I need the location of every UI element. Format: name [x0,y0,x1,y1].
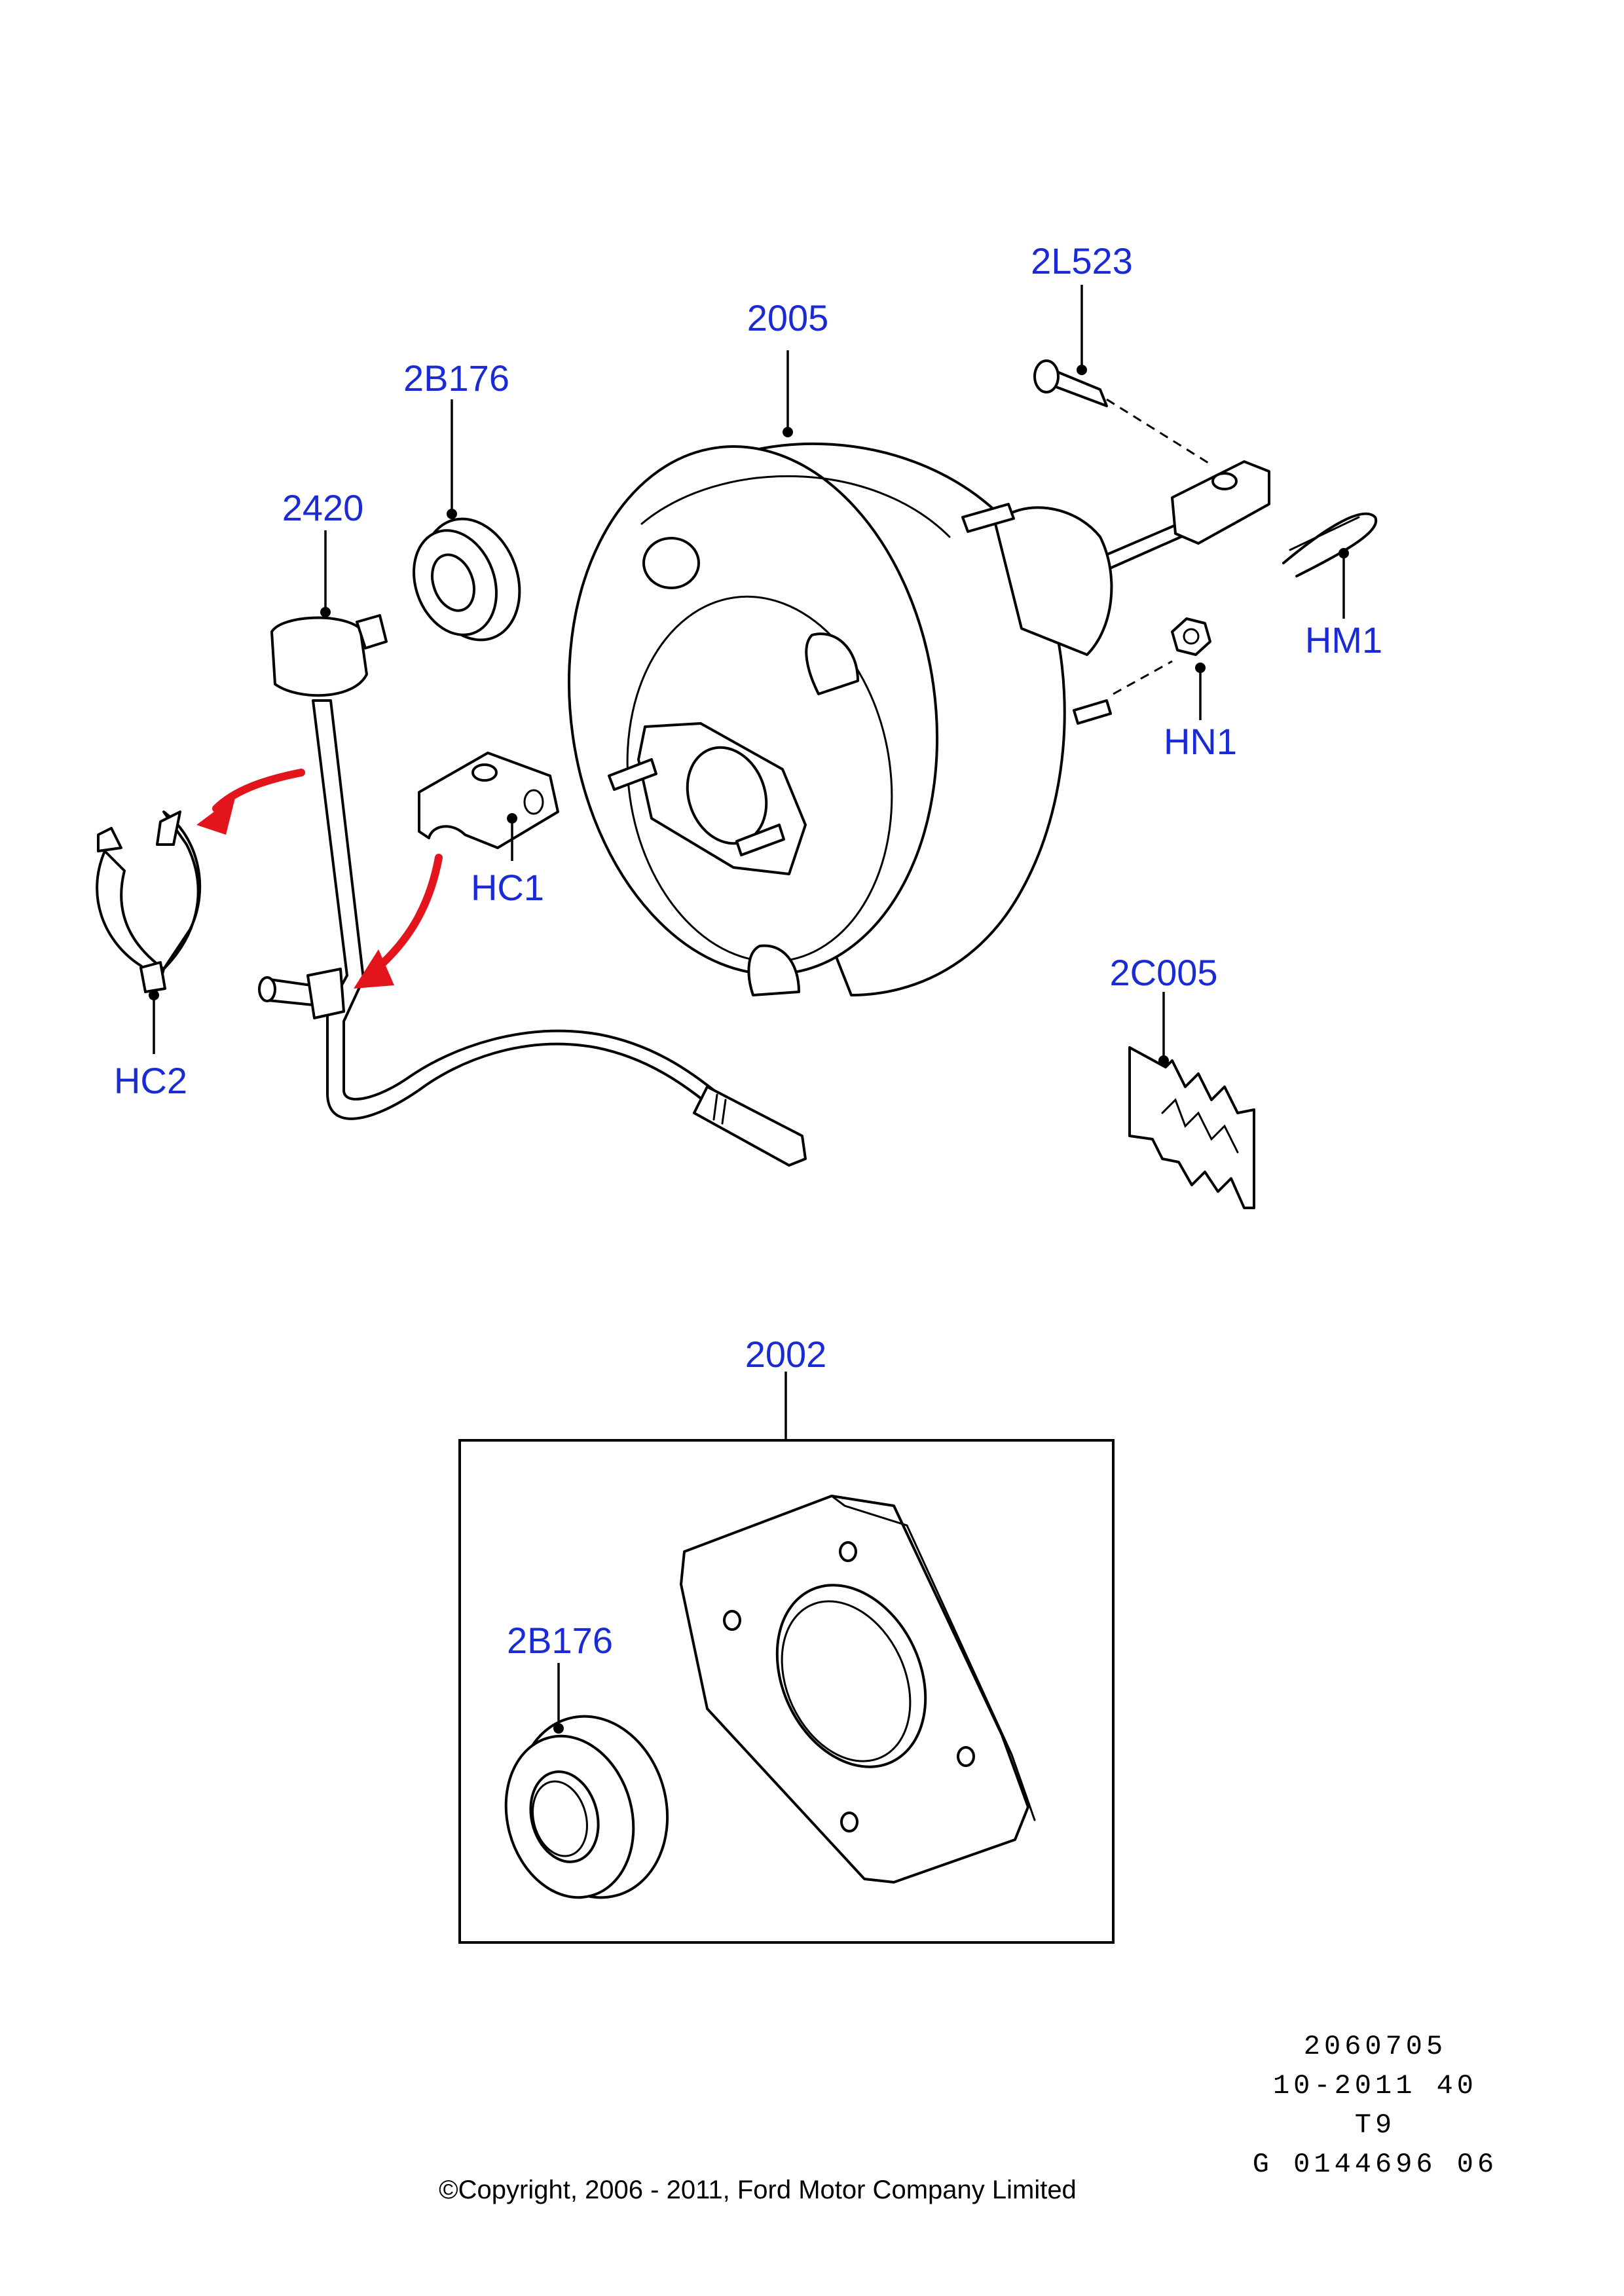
grommet-2B176-kit[interactable] [489,1700,688,1914]
kit-box-2002 [458,1439,1115,1944]
callout-HC1: HC1 [471,867,544,908]
ref-line-1: 2060705 [1304,2031,1447,2062]
callout-HC2: HC2 [114,1060,187,1101]
red-arrow-hc1 [354,854,443,989]
callout-HM1: HM1 [1305,619,1382,661]
callout-2420: 2420 [282,487,364,528]
seal-2C005[interactable] [1128,1046,1255,1209]
hose-clamp-HC1[interactable] [418,752,559,849]
reference-block: 2060705 10-2011 40 T9 G 0144696 06 [1253,2031,1498,2180]
brake-booster-2005[interactable] [536,422,1270,998]
ref-line-2: 10-2011 40 [1273,2070,1477,2102]
callout-2C005: 2C005 [1109,952,1217,993]
grommet-2B176-top[interactable] [400,505,536,653]
spring-clip-HM1[interactable] [1282,512,1378,577]
callout-2005: 2005 [747,297,829,338]
gasket-plate[interactable] [680,1495,1036,1884]
band-clip-HC2[interactable] [96,811,202,993]
copyright-notice: ©Copyright, 2006 - 2011, Ford Motor Comp… [439,2176,1077,2204]
callout-2002: 2002 [745,1334,827,1375]
nut-HN1[interactable] [1171,617,1211,656]
callout-2B176-top: 2B176 [403,357,509,399]
callout-2B176-kit: 2B176 [507,1620,613,1661]
callout-2L523: 2L523 [1031,240,1133,282]
clevis-pin-2L523[interactable] [1033,359,1108,407]
red-arrow-hc2 [196,769,305,835]
ref-line-4: G 0144696 06 [1253,2149,1498,2180]
callout-HN1: HN1 [1164,721,1237,762]
vacuum-hose-2420[interactable] [258,614,807,1167]
ref-line-3: T9 [1355,2109,1395,2141]
